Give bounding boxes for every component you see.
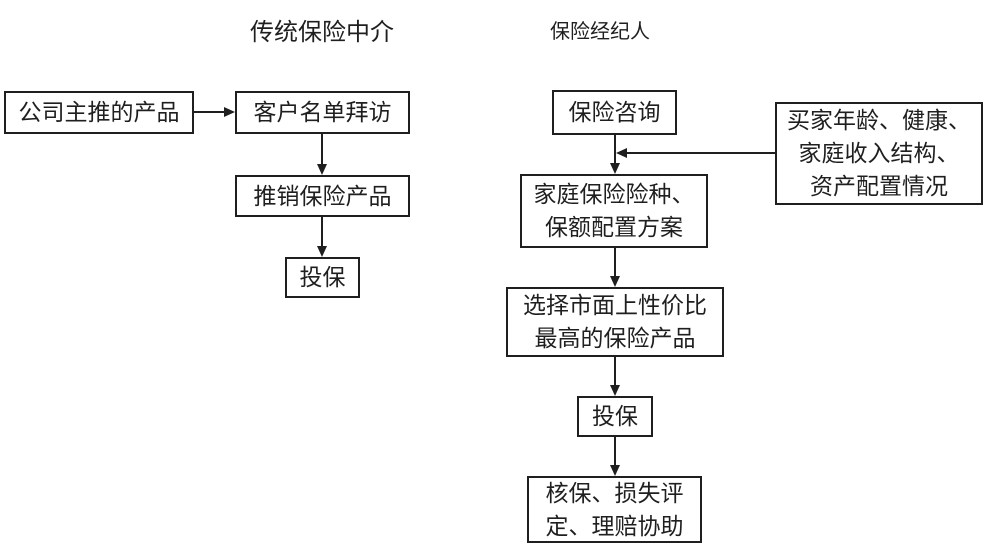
node-underwriting-claims-support: 核保、损失评 定、理赔协助 xyxy=(527,476,702,543)
node-family-insurance-plan: 家庭保险险种、 保额配置方案 xyxy=(520,174,708,248)
arrow-consultation-to-plan-head-icon xyxy=(610,163,620,174)
node-select-best-value-product: 选择市面上性价比 最高的保险产品 xyxy=(506,287,724,357)
node-company-products: 公司主推的产品 xyxy=(4,91,194,134)
node-sell-insurance-products: 推销保险产品 xyxy=(235,175,410,217)
node-buyer-profile-info: 买家年龄、健康、 家庭收入结构、 资产配置情况 xyxy=(775,102,983,205)
arrow-sell-to-apply-line xyxy=(321,217,323,247)
node-apply-insurance-right: 投保 xyxy=(577,396,653,437)
arrow-sell-to-apply-head-icon xyxy=(317,246,327,257)
arrow-plan-to-select-head-icon xyxy=(610,276,620,287)
arrow-company-to-visits-head-icon xyxy=(224,107,235,117)
right-column-title: 保险经纪人 xyxy=(550,21,650,43)
left-column-title: 传统保险中介 xyxy=(250,20,394,46)
arrow-apply-to-claims-line xyxy=(614,437,616,467)
node-apply-insurance-left: 投保 xyxy=(285,257,360,298)
arrow-profile-to-flow-head-icon xyxy=(616,148,627,158)
node-insurance-consultation: 保险咨询 xyxy=(552,90,677,135)
arrow-visits-to-sell-head-icon xyxy=(317,164,327,175)
arrow-apply-to-claims-head-icon xyxy=(610,465,620,476)
arrow-consultation-to-plan-line xyxy=(614,135,616,165)
node-customer-list-visits: 客户名单拜访 xyxy=(235,91,410,134)
arrow-select-to-apply-line xyxy=(614,357,616,387)
arrow-select-to-apply-head-icon xyxy=(610,385,620,396)
arrow-plan-to-select-line xyxy=(614,248,616,278)
arrow-visits-to-sell-line xyxy=(321,134,323,166)
arrow-profile-to-flow-line xyxy=(627,152,775,154)
arrow-company-to-visits-line xyxy=(193,111,225,113)
